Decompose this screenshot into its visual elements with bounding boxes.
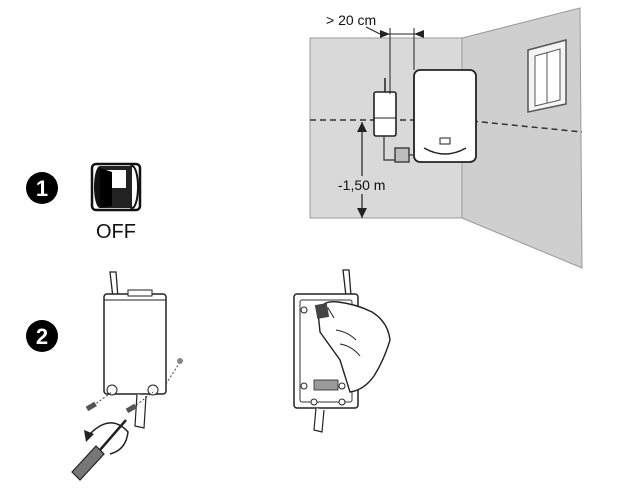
- power-switch-icon: [90, 162, 142, 212]
- device-front: [103, 271, 183, 429]
- screwdriver-icon: [71, 419, 127, 481]
- step-1-number: 1: [36, 176, 48, 201]
- step-2-number: 2: [36, 324, 48, 349]
- step-1-label: OFF: [96, 221, 136, 243]
- height-dimension: -1,50 m: [336, 122, 390, 218]
- distance-dimension: > 20 cm: [326, 12, 424, 94]
- step-1-badge: [26, 172, 58, 204]
- boiler: [413, 69, 477, 163]
- step-2: 2: [26, 269, 391, 481]
- room-scene: > 20 cm -1,50 m: [309, 7, 583, 269]
- distance-label: > 20 cm: [326, 12, 376, 28]
- rotation-arrow-icon: [84, 422, 129, 455]
- hand-icon: [314, 301, 391, 393]
- step-1: 1 OFF: [26, 162, 142, 243]
- height-label: -1,50 m: [338, 177, 385, 193]
- step-2-badge: [26, 320, 58, 352]
- receiver-device: [373, 78, 414, 163]
- screws: [85, 391, 154, 414]
- window: [527, 39, 567, 113]
